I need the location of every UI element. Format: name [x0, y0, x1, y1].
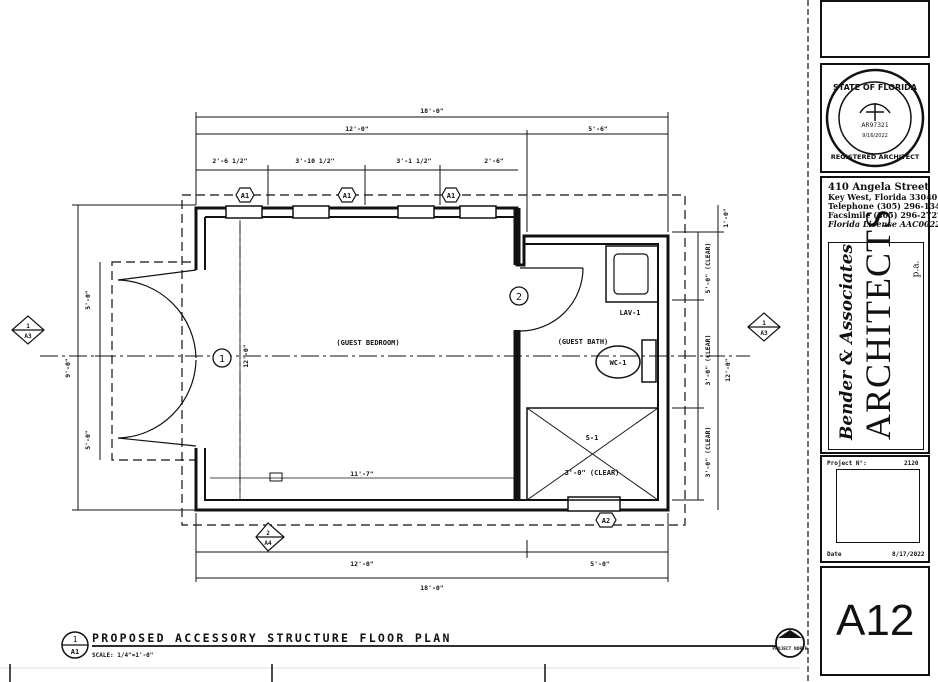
roof-outline [181, 194, 686, 526]
drawing-scale: SCALE: 1/4"=1'-0" [92, 652, 153, 659]
address-line: Key West, Florida 33040 [828, 192, 938, 202]
seal-box: STATE OF FLORIDA REGISTERED ARCHITECT AR… [820, 63, 930, 173]
dim-right-overall: 12'-0" [724, 358, 732, 382]
dim-right: 5'-0" (CLEAR) [704, 243, 712, 294]
firm-suffix: p.a. [911, 260, 922, 278]
toilet-bowl [595, 345, 641, 379]
sheet-number: A12 [836, 596, 915, 645]
sheet-number-box: A12 [820, 566, 930, 676]
firm-box: 410 Angela Street Key West, Florida 3304… [820, 176, 938, 454]
section-sheet: A3 [760, 330, 768, 337]
firm-name: Bender & Associates ARCHITECTS [836, 208, 898, 440]
firm-name-frame [828, 242, 924, 450]
window [292, 205, 330, 219]
project-no-value: 2120 [904, 460, 919, 467]
project-box: Project N°: 2120 Date 8/17/2022 [820, 455, 930, 563]
window-tag-label: A1 [447, 192, 455, 200]
project-no-label: Project N°: [827, 460, 867, 467]
dim-interior-height: 12'-0" [242, 344, 250, 368]
shower-x [526, 407, 659, 501]
project-stamp-frame [836, 469, 920, 543]
architect-seal: STATE OF FLORIDA REGISTERED ARCHITECT AR… [825, 68, 925, 168]
window [225, 205, 263, 219]
drawing-title: PROPOSED ACCESSORY STRUCTURE FLOOR PLAN [92, 631, 452, 645]
address-line: 410 Angela Street [828, 182, 929, 193]
north-arrow-pointer [778, 630, 802, 638]
seal-state: STATE OF FLORIDA [833, 83, 918, 92]
section-num: 2 [266, 530, 270, 537]
address-line: Telephone (305) 296-1347 [828, 201, 938, 211]
lav-label: LAV-1 [619, 309, 640, 317]
dim-top-window: 3'-10 1/2" [295, 157, 334, 165]
dim-top-window: 2'-6" [484, 157, 504, 165]
window-bath [567, 496, 621, 512]
dim-right: 1'-0" [722, 208, 730, 228]
window-tag-label: A1 [241, 192, 249, 200]
interior-wall-face [204, 216, 659, 501]
door-tag-label: 1 [219, 354, 225, 365]
title-ref-num: 1 [73, 635, 78, 644]
dim-top-split: 12'-0" [345, 125, 369, 133]
title-block-top-box [820, 0, 930, 58]
toilet-tank [641, 339, 657, 383]
shower-label: S-1 [586, 434, 599, 442]
section-num: 1 [762, 320, 766, 327]
date-value: 8/17/2022 [892, 551, 925, 558]
window-tag [595, 512, 617, 528]
door-tag [212, 348, 232, 368]
north-label: PROJECT NORTH [772, 646, 808, 652]
lavatory-basin [613, 253, 649, 295]
door-tag-label: 2 [516, 292, 522, 303]
dim-left-overall: 9'-0" [64, 358, 72, 378]
dim-top-window: 3'-1 1/2" [396, 157, 431, 165]
firm-name-script: Bender & Associates [837, 243, 857, 440]
seal-date: 9/16/2022 [862, 133, 888, 139]
door-opening [192, 270, 208, 448]
dim-bottom-overall: 18'-0" [420, 584, 444, 592]
window [459, 205, 497, 219]
door-tag [509, 286, 529, 306]
wc-label: WC-1 [610, 359, 627, 367]
dim-bottom-split: 12'-0" [350, 560, 374, 568]
dim-bottom-split: 5'-0" [590, 560, 610, 568]
window-tag [441, 187, 461, 203]
shower-dim-label: 3'-0" (CLEAR) [565, 469, 620, 477]
lavatory-counter [605, 245, 659, 303]
date-label: Date [827, 551, 842, 558]
dim-top-split: 5'-6" [588, 125, 608, 133]
firm-address: 410 Angela Street Key West, Florida 3304… [828, 182, 938, 229]
address-line: Florida License AAC002222 [828, 219, 938, 229]
dim-left: 5'-0" [84, 430, 92, 450]
exterior-wall [194, 206, 670, 512]
dim-top-overall: 18'-0" [420, 107, 444, 115]
window-tag-label: A2 [602, 517, 610, 525]
dim-right: 3'-0" (CLEAR) [704, 335, 712, 386]
door-swing [117, 269, 197, 359]
seal-registered: REGISTERED ARCHITECT [831, 153, 920, 161]
address-line: Facsimile (305) 296-2727 [828, 210, 938, 220]
shower [526, 407, 659, 501]
window-tag [235, 187, 255, 203]
dim-top-window: 2'-6 1/2" [212, 157, 247, 165]
seal-number: AR97321 [861, 122, 889, 129]
title-ref-sheet: A1 [71, 648, 79, 656]
window [397, 205, 435, 219]
room-label-bath: (GUEST BATH) [558, 338, 609, 346]
room-label-bedroom: (GUEST BEDROOM) [336, 339, 399, 347]
section-sheet: A4 [264, 540, 272, 547]
door-swing [117, 359, 197, 447]
dim-left: 5'-0" [84, 290, 92, 310]
firm-name-main: ARCHITECTS [858, 207, 898, 440]
window-tag [337, 187, 357, 203]
window-tag-label: A1 [343, 192, 351, 200]
section-num: 1 [26, 323, 30, 330]
porch-outline [111, 261, 197, 461]
dim-interior-width: 11'-7" [350, 470, 374, 478]
section-sheet: A3 [24, 333, 32, 340]
dim-right: 3'-0" (CLEAR) [704, 427, 712, 478]
bath-door-swing [519, 267, 584, 332]
